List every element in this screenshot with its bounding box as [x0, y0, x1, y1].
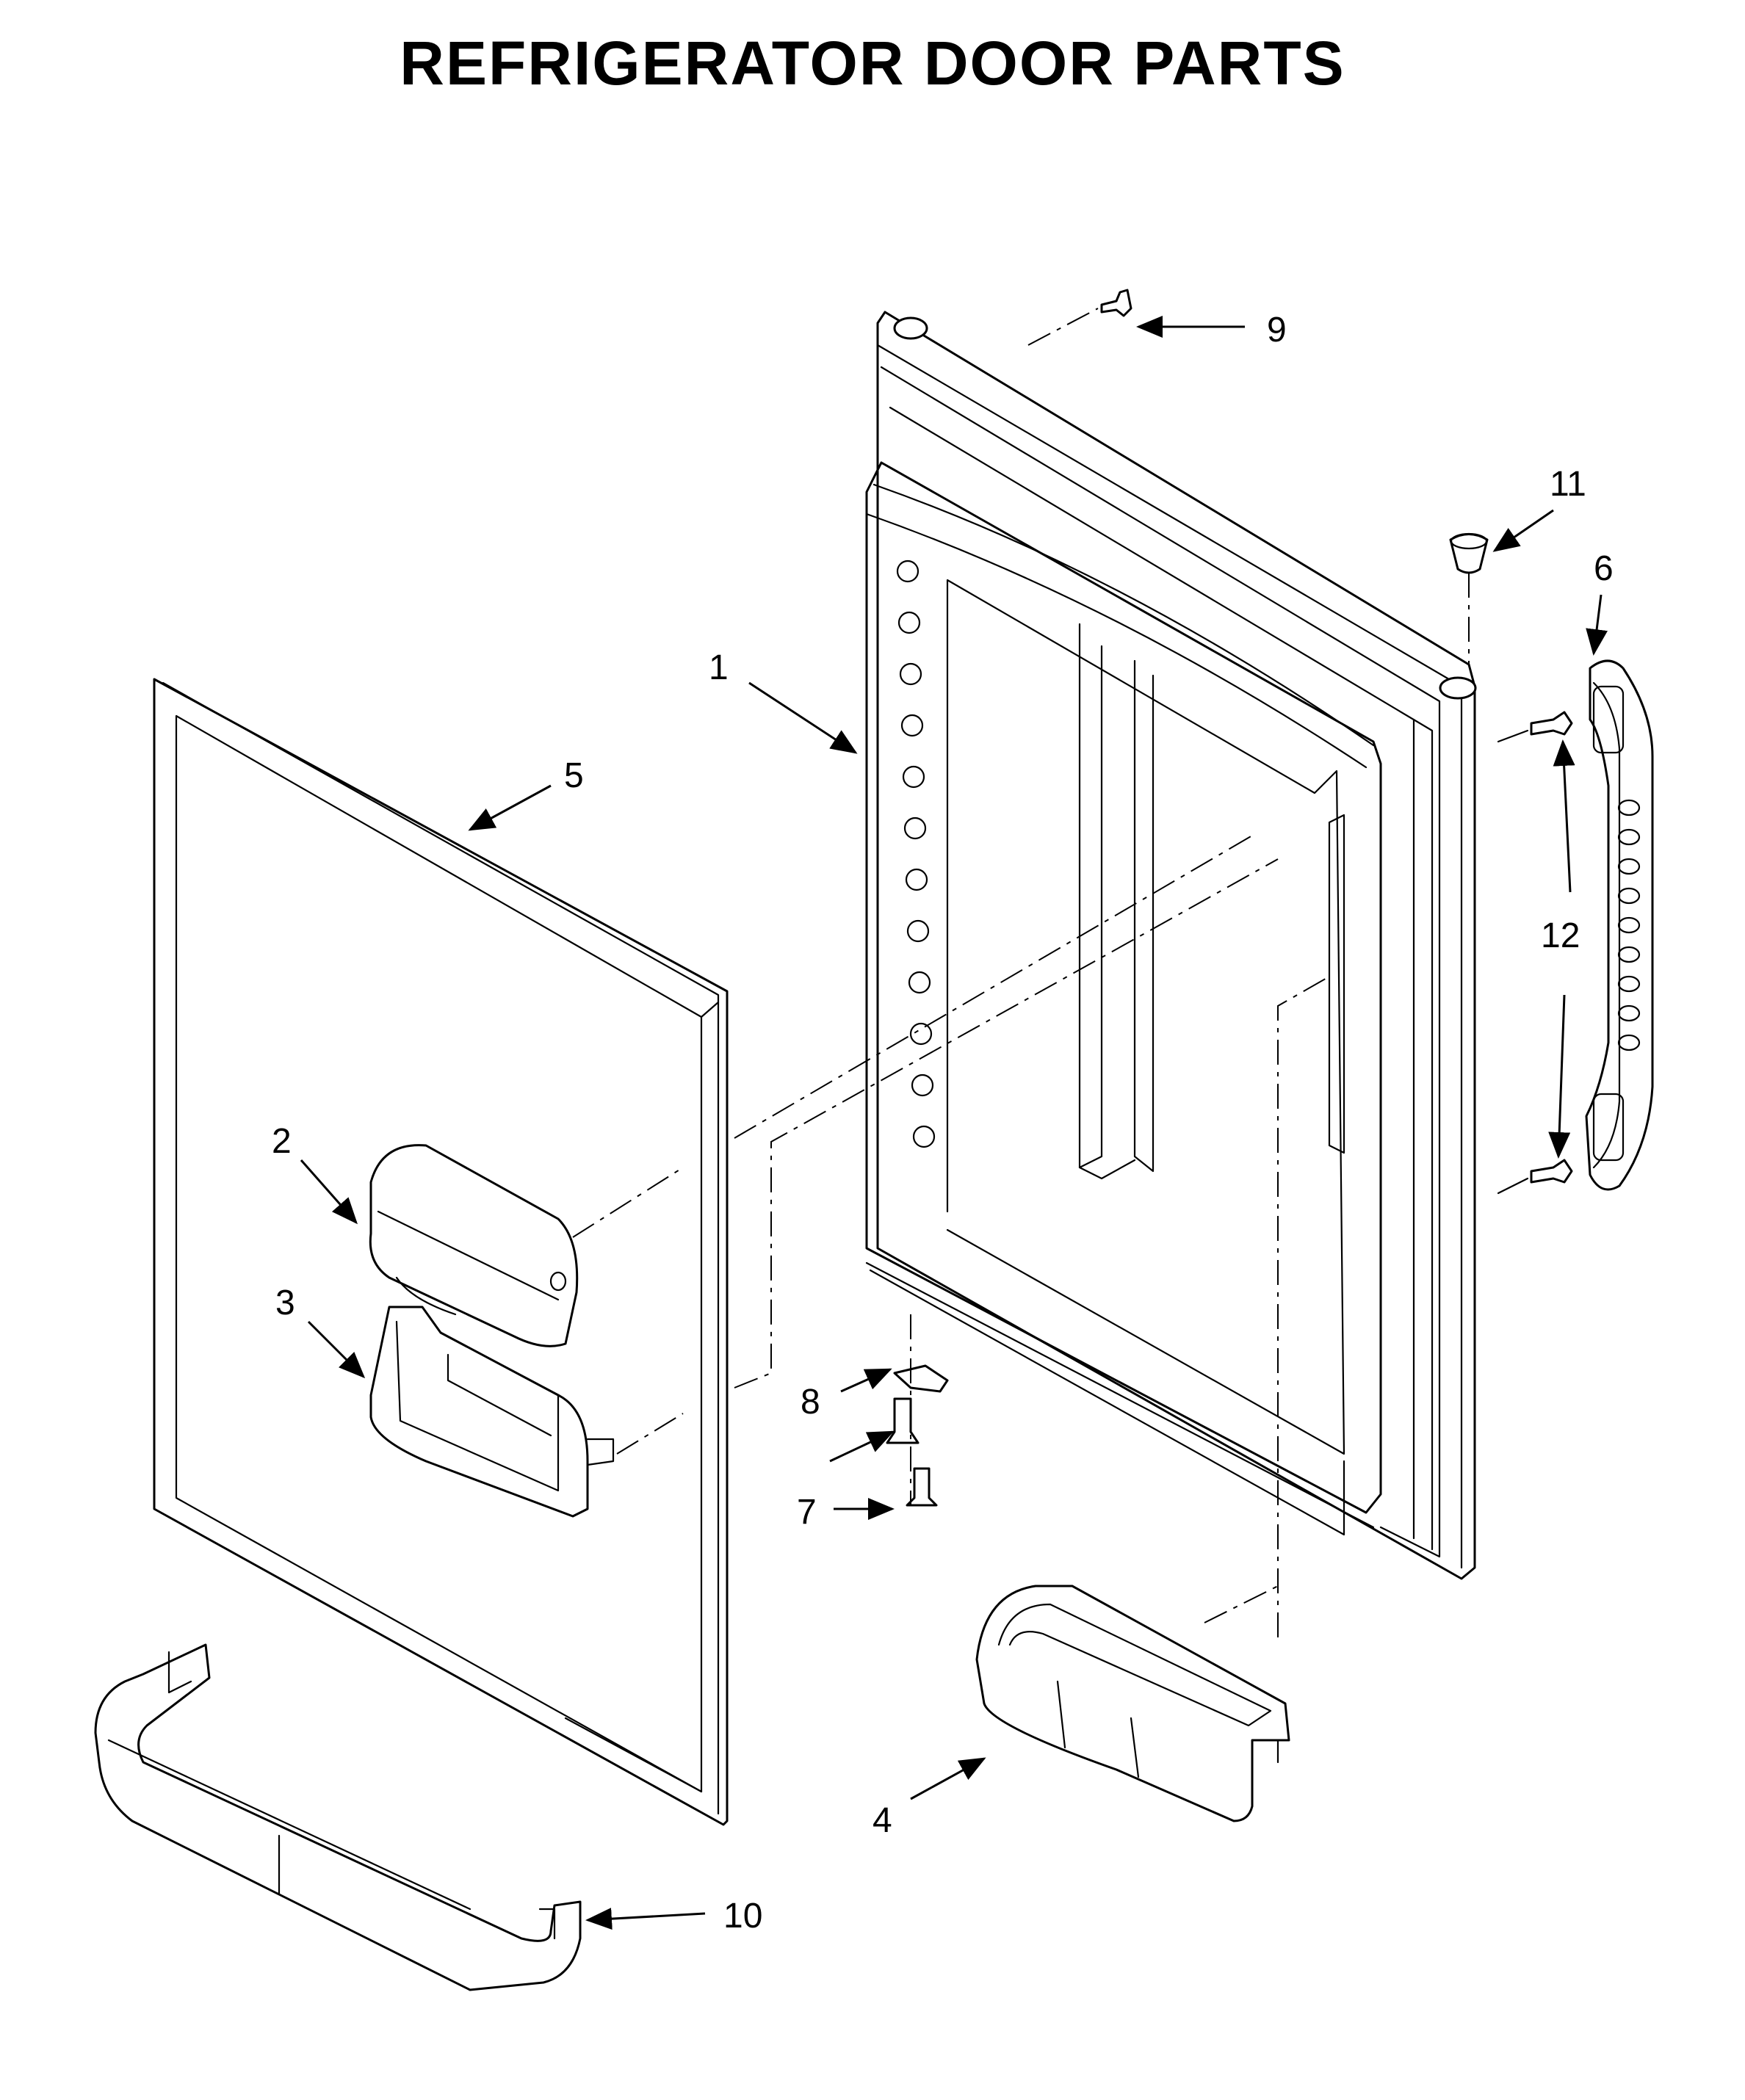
alignment-lines — [572, 308, 1470, 1637]
hinge-screw-lower — [906, 1467, 938, 1507]
callout-3: 3 — [275, 1283, 295, 1322]
bottom-bin — [94, 1643, 582, 1991]
callout-9: 9 — [1267, 311, 1287, 350]
leader-arrows — [300, 316, 1608, 1930]
callout-12: 12 — [1541, 916, 1580, 955]
dispenser-cover — [369, 1144, 579, 1347]
door-assembly — [865, 311, 1477, 1580]
hinge-pin — [1100, 289, 1132, 317]
callout-1: 1 — [709, 648, 729, 687]
callout-8: 8 — [801, 1383, 820, 1422]
callout-5: 5 — [564, 756, 584, 795]
door-plug — [1449, 532, 1489, 574]
callout-2: 2 — [272, 1122, 292, 1161]
callout-11: 11 — [1550, 465, 1586, 504]
callout-labels: 1 2 3 4 5 6 7 8 9 10 11 12 — [272, 311, 1614, 1936]
callout-7: 7 — [797, 1493, 817, 1532]
door-handle — [1585, 659, 1654, 1191]
hinge-bracket — [893, 1364, 949, 1393]
callout-4: 4 — [872, 1801, 892, 1840]
hinge-screw-upper — [886, 1397, 920, 1444]
door-bin — [975, 1585, 1290, 1822]
handle-grip-ribs — [1617, 799, 1641, 1051]
page-title: REFRIGERATOR DOOR PARTS — [400, 29, 1345, 98]
handle-screw-top — [1497, 711, 1573, 743]
dispenser-tray — [369, 1306, 615, 1518]
callout-6: 6 — [1594, 549, 1614, 588]
shelf-boss-column — [896, 560, 936, 1148]
door-gasket — [153, 678, 729, 1826]
handle-screw-bottom — [1497, 1159, 1573, 1195]
callout-10: 10 — [723, 1897, 762, 1936]
